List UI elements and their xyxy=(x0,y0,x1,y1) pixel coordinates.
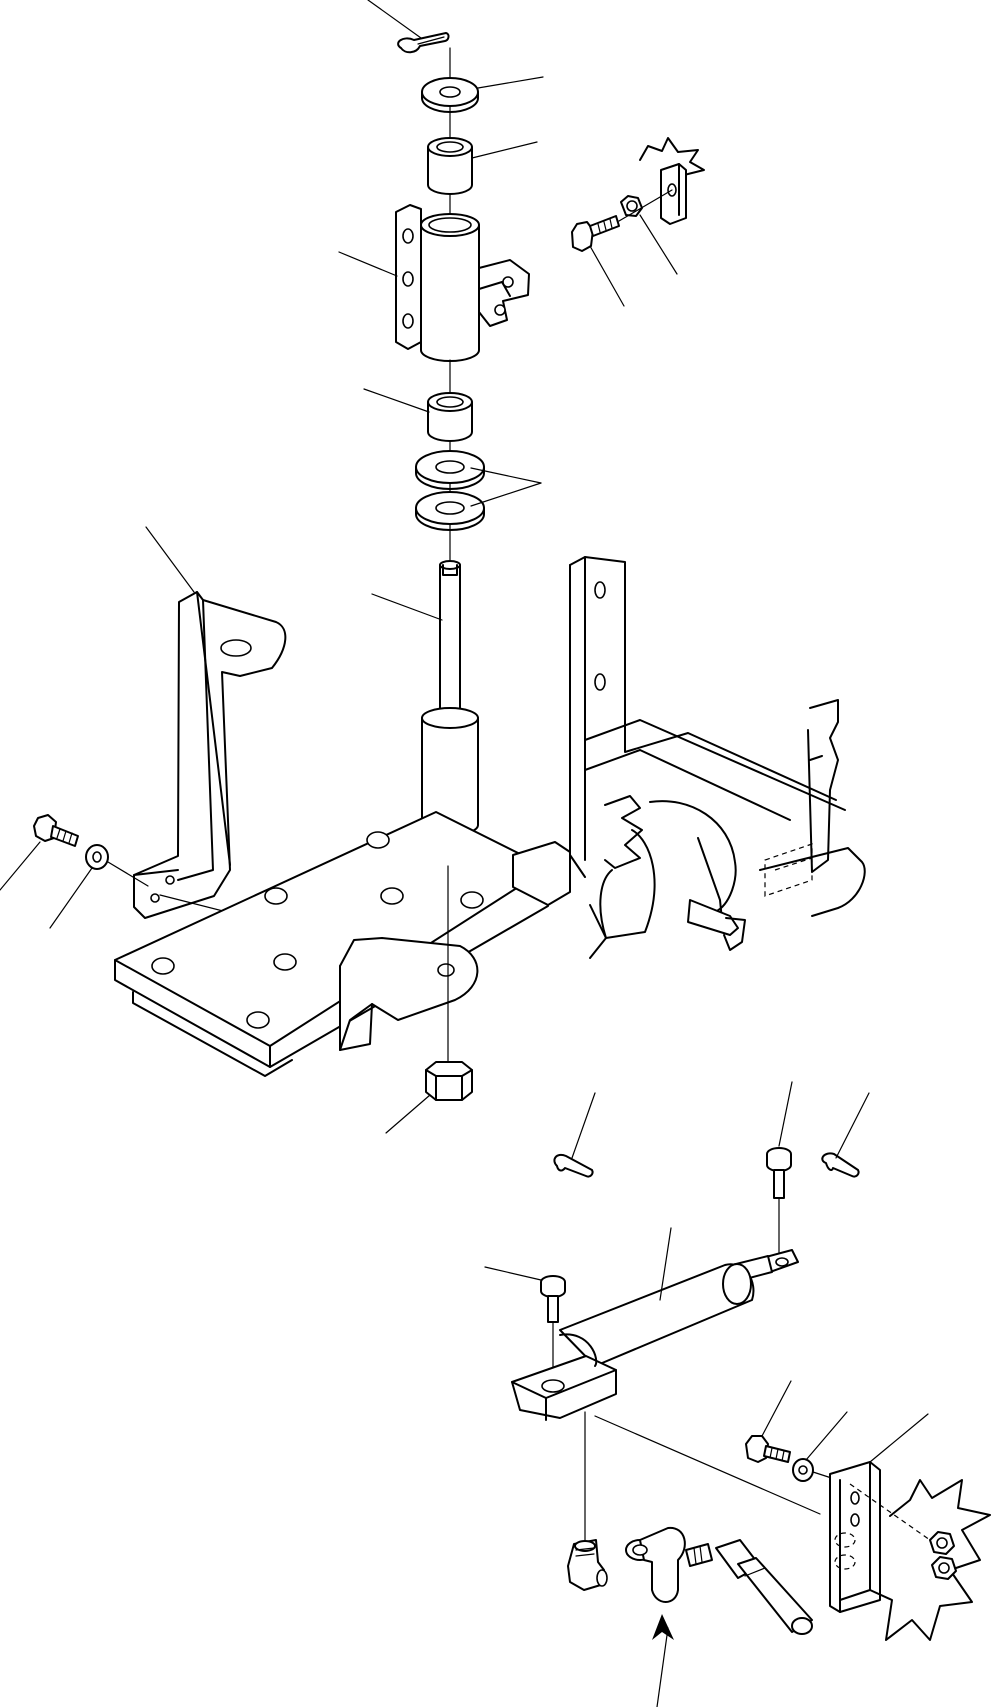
leader-line xyxy=(484,1266,542,1281)
hex-bolt-upper xyxy=(571,215,620,252)
washer-lower xyxy=(792,1458,814,1482)
hex-nut-bottom xyxy=(425,1061,473,1101)
elbow-fitting-left xyxy=(567,1539,608,1591)
hydraulic-cylinder xyxy=(511,1249,799,1421)
leader-line xyxy=(761,1380,792,1437)
washer-pair xyxy=(415,450,485,531)
leader-line xyxy=(363,388,430,413)
base-plate xyxy=(114,811,549,1077)
leader-line xyxy=(470,482,542,507)
washer-left xyxy=(85,844,109,870)
leader-line xyxy=(49,867,93,929)
stay-bracket xyxy=(133,591,287,919)
elbow-fitting-right xyxy=(625,1526,713,1603)
leader-line xyxy=(470,467,542,484)
leader-line xyxy=(471,141,538,159)
clevis-pin-right xyxy=(766,1147,792,1199)
hex-bolt-left xyxy=(33,814,79,847)
bushing-lower xyxy=(427,392,473,442)
leader-line xyxy=(385,1094,431,1134)
hex-bolt-lower xyxy=(745,1435,791,1463)
leader-line xyxy=(869,1413,929,1463)
mounting-surface xyxy=(849,1479,991,1641)
cotter-pin-right xyxy=(821,1152,860,1178)
leader-line xyxy=(778,1081,793,1147)
arrow-head xyxy=(652,1614,674,1640)
leader-line xyxy=(367,0,422,39)
washer-top xyxy=(421,77,479,113)
leader-line xyxy=(589,245,625,307)
leader-line xyxy=(571,1092,596,1159)
pivot-shaft xyxy=(421,560,479,867)
leader-line xyxy=(338,251,398,277)
leader-line xyxy=(371,593,443,621)
mounting-tab xyxy=(639,137,705,225)
leader-line xyxy=(805,1411,848,1461)
bushing-top xyxy=(427,137,473,195)
cotter-pin-top xyxy=(397,32,450,54)
cotter-pin-left xyxy=(553,1154,594,1178)
pivot-bracket xyxy=(395,204,530,362)
frame-structure xyxy=(512,556,866,959)
leader-line xyxy=(656,1627,669,1707)
leader-line xyxy=(639,214,678,275)
assembly-axis xyxy=(107,861,149,887)
leader-line xyxy=(659,1227,672,1301)
clevis-pin-left xyxy=(540,1275,566,1323)
leader-line xyxy=(0,841,41,891)
leader-line xyxy=(145,526,195,593)
assembly-axis xyxy=(618,189,673,222)
hose-end xyxy=(715,1539,813,1635)
leader-line xyxy=(835,1092,870,1159)
assembly-axis xyxy=(594,1415,821,1515)
cylinder-bracket xyxy=(829,1461,881,1613)
leader-line xyxy=(477,76,544,89)
pivot-plate xyxy=(339,937,479,1051)
